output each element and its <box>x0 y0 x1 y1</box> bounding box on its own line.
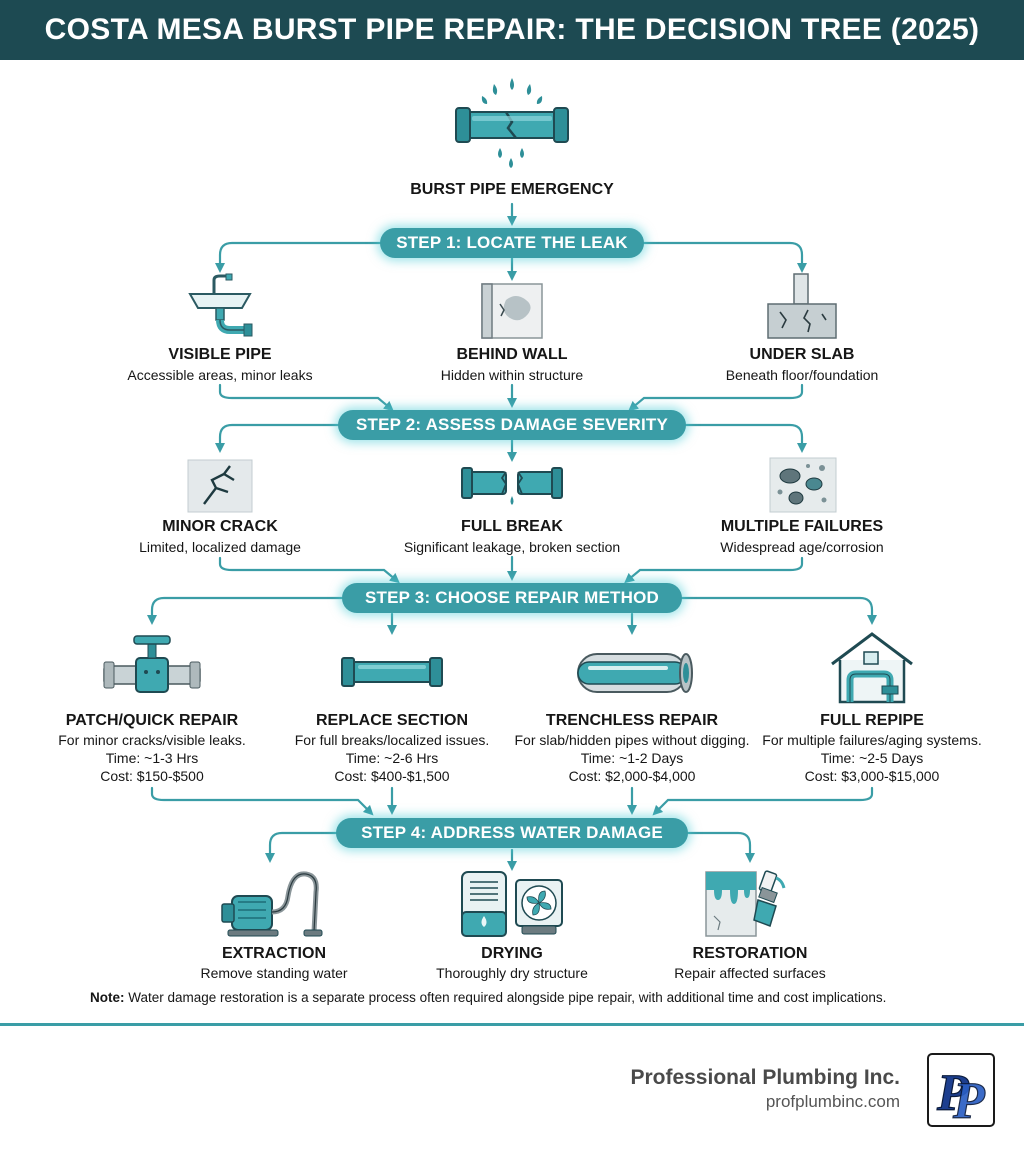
dehumidifier-fan-icon <box>461 871 563 937</box>
connector-multi-step3 <box>624 556 804 584</box>
cracked-slab-icon <box>767 273 837 339</box>
water-drying-title: DRYING <box>481 945 543 962</box>
connector-step1-visible <box>215 241 382 273</box>
water-drying-desc: Thoroughly dry structure <box>436 965 588 981</box>
method-repipe-cost: Cost: $3,000-$15,000 <box>804 768 940 784</box>
method-trenchless-cost: Cost: $2,000-$4,000 <box>568 768 696 784</box>
svg-text:P: P <box>952 1073 986 1128</box>
severity-full-desc: Significant leakage, broken section <box>403 539 621 555</box>
company-logo-icon: P P <box>927 1053 995 1128</box>
company-name: Professional Plumbing Inc. <box>630 1066 900 1089</box>
connector-step3-patch <box>147 596 344 625</box>
water-extraction-desc: Remove standing water <box>200 965 348 981</box>
svg-text:P: P <box>936 1065 970 1122</box>
locate-visible-desc: Accessible areas, minor leaks <box>127 367 313 383</box>
paint-brush-icon <box>705 870 786 937</box>
footnote: Note: Water damage restoration is a sepa… <box>90 990 886 1005</box>
sink-pipe-icon <box>188 273 253 337</box>
method-repipe-title: FULL REPIPE <box>820 712 924 729</box>
start-label: BURST PIPE EMERGENCY <box>410 181 614 198</box>
connector-minor-step3 <box>218 556 400 584</box>
pipe-section-icon <box>341 657 443 687</box>
method-patch-title: PATCH/QUICK REPAIR <box>65 712 239 729</box>
method-repipe-time: Time: ~2-5 Days <box>820 750 924 766</box>
valve-clamp-icon <box>103 635 201 693</box>
locate-visible-title: VISIBLE PIPE <box>168 346 272 363</box>
house-pipes-icon <box>831 632 913 704</box>
pipe-liner-icon <box>577 653 693 693</box>
connector-step1-slab <box>642 241 807 273</box>
water-restoration-title: RESTORATION <box>692 945 808 962</box>
footnote-text: Water damage restoration is a separate p… <box>128 990 887 1005</box>
step-2-pill: STEP 2: ASSESS DAMAGE SEVERITY <box>338 410 686 440</box>
broken-pipe-icon <box>461 467 563 505</box>
water-restoration-desc: Repair affected surfaces <box>674 965 826 981</box>
connector-slab-step2 <box>628 383 804 412</box>
method-patch-cost: Cost: $150-$500 <box>100 768 204 784</box>
severity-full-title: FULL BREAK <box>461 518 563 535</box>
method-replace-time: Time: ~2-6 Hrs <box>345 750 439 766</box>
water-extraction-title: EXTRACTION <box>222 945 326 962</box>
method-patch-time: Time: ~1-3 Hrs <box>105 750 199 766</box>
severity-minor-title: MINOR CRACK <box>162 518 278 535</box>
step-3-pill: STEP 3: CHOOSE REPAIR METHOD <box>342 583 682 613</box>
corrosion-icon <box>769 457 837 513</box>
wall-stain-icon <box>481 283 543 339</box>
locate-wall-desc: Hidden within structure <box>440 367 584 383</box>
footer-divider <box>0 1023 1024 1026</box>
connector-patch-step4 <box>150 786 374 816</box>
locate-slab-desc: Beneath floor/foundation <box>725 367 879 383</box>
method-replace-desc: For full breaks/localized issues. <box>294 732 490 748</box>
company-url: profplumbinc.com <box>765 1092 900 1111</box>
connector-visible-step2 <box>218 383 394 412</box>
footnote-label: Note: <box>90 990 125 1005</box>
extraction-pump-icon <box>221 871 323 937</box>
locate-wall-title: BEHIND WALL <box>456 346 568 363</box>
connector-step3-repipe <box>680 596 877 625</box>
method-repipe-desc: For multiple failures/aging systems. <box>762 732 982 748</box>
method-patch-desc: For minor cracks/visible leaks. <box>58 732 246 748</box>
method-replace-cost: Cost: $400-$1,500 <box>334 768 450 784</box>
severity-multi-title: MULTIPLE FAILURES <box>720 518 884 535</box>
page-title: COSTA MESA BURST PIPE REPAIR: THE DECISI… <box>44 13 980 46</box>
method-replace-title: REPLACE SECTION <box>315 712 469 729</box>
connector-step2-multi <box>684 423 807 453</box>
connector-step4-restoration <box>686 831 755 863</box>
burst-pipe-icon <box>455 78 569 168</box>
step-4-pill: STEP 4: ADDRESS WATER DAMAGE <box>336 818 688 848</box>
method-trenchless-desc: For slab/hidden pipes without digging. <box>514 732 750 748</box>
crack-icon <box>187 459 253 513</box>
step-1-pill: STEP 1: LOCATE THE LEAK <box>380 228 644 258</box>
connector-step4-extraction <box>265 831 338 863</box>
method-trenchless-time: Time: ~1-2 Days <box>580 750 684 766</box>
method-trenchless-title: TRENCHLESS REPAIR <box>545 712 719 729</box>
connector-repipe-step4 <box>652 786 874 816</box>
title-banner: COSTA MESA BURST PIPE REPAIR: THE DECISI… <box>0 0 1024 60</box>
severity-multi-desc: Widespread age/corrosion <box>720 539 884 555</box>
connector-step2-minor <box>215 423 340 453</box>
locate-slab-title: UNDER SLAB <box>749 346 855 363</box>
severity-minor-desc: Limited, localized damage <box>139 539 301 555</box>
